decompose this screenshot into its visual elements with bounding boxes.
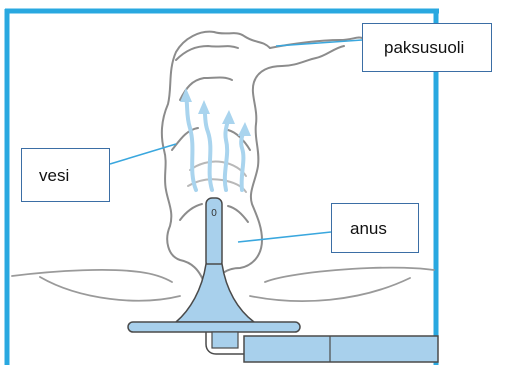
label-water: vesi	[21, 148, 110, 202]
leader-line-anus	[238, 232, 331, 242]
leader-lines	[110, 40, 362, 242]
label-colon: paksusuoli	[362, 23, 492, 72]
water-flow-arrows	[186, 96, 244, 190]
label-anus: anus	[331, 203, 419, 253]
nozzle-mark: 0	[211, 208, 217, 219]
